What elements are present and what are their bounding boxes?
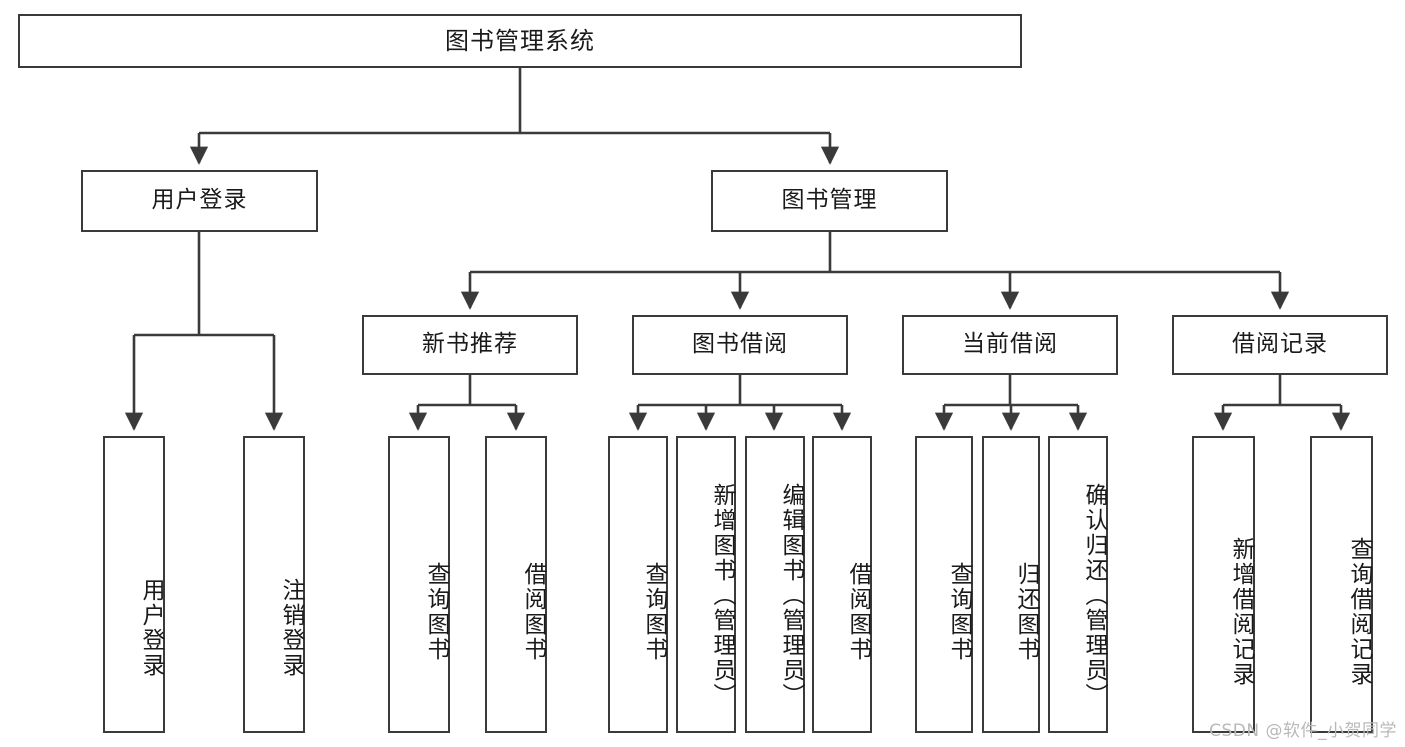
- leaf-book-borrow-add[interactable]: 新增图书（管理员）: [676, 436, 736, 733]
- leaf-current-borrow-confirm[interactable]: 确认归还（管理员）: [1048, 436, 1108, 733]
- leaf-current-borrow-return[interactable]: 归还图书: [982, 436, 1040, 733]
- leaf-book-borrow-borrow[interactable]: 借阅图书: [812, 436, 872, 733]
- csdn-watermark: CSDN @软件_小贺同学: [1209, 721, 1397, 741]
- node-book-management[interactable]: 图书管理: [711, 170, 948, 232]
- node-current-borrow[interactable]: 当前借阅: [902, 315, 1118, 375]
- node-borrow-record[interactable]: 借阅记录: [1172, 315, 1388, 375]
- leaf-new-book-borrow[interactable]: 借阅图书: [485, 436, 547, 733]
- leaf-new-book-query[interactable]: 查询图书: [388, 436, 450, 733]
- node-root[interactable]: 图书管理系统: [18, 14, 1022, 68]
- node-user-login[interactable]: 用户登录: [81, 170, 318, 232]
- leaf-current-borrow-query[interactable]: 查询图书: [915, 436, 973, 733]
- leaf-borrow-record-add[interactable]: 新增借阅记录: [1192, 436, 1255, 733]
- node-book-borrow[interactable]: 图书借阅: [632, 315, 848, 375]
- leaf-user-login-login[interactable]: 用户登录: [103, 436, 165, 733]
- leaf-borrow-record-query[interactable]: 查询借阅记录: [1310, 436, 1373, 733]
- leaf-user-login-logout[interactable]: 注销登录: [243, 436, 305, 733]
- node-new-book-recommend[interactable]: 新书推荐: [362, 315, 578, 375]
- leaf-book-borrow-edit[interactable]: 编辑图书（管理员）: [745, 436, 805, 733]
- leaf-book-borrow-query[interactable]: 查询图书: [608, 436, 668, 733]
